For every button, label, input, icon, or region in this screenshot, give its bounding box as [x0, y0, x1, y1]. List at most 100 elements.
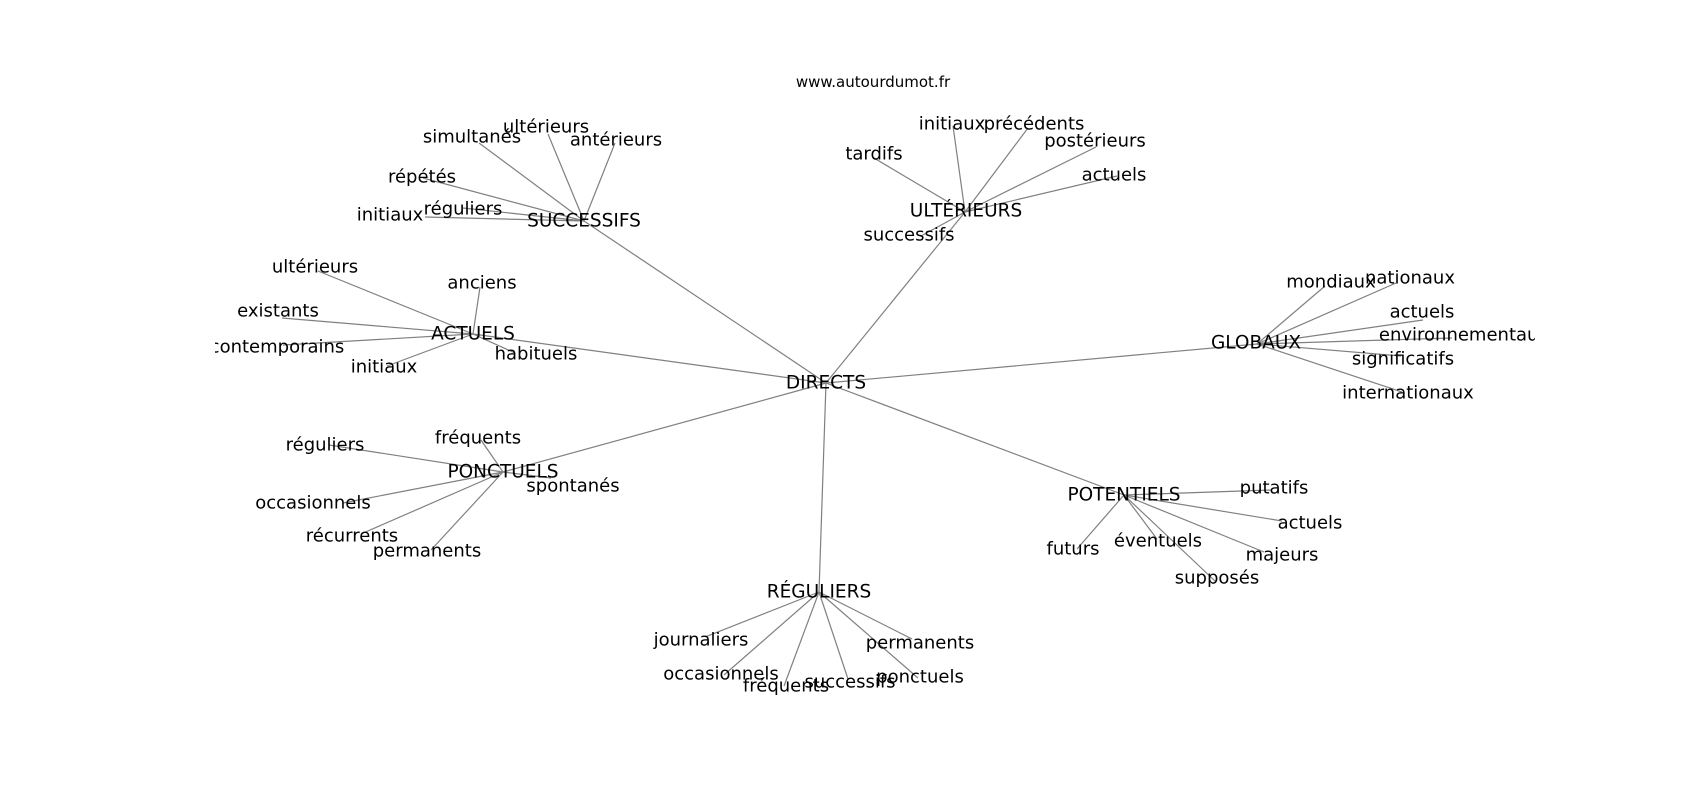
leaf-label-recurrents: récurrents [306, 526, 398, 547]
edge-reguliers-to-frequents [783, 591, 820, 687]
edge-ulterieurs-to-tardifs [873, 157, 966, 213]
edge-successifs-to-ulterieurs [547, 133, 585, 222]
leaf-label-occasionnels: occasionnels [663, 664, 779, 685]
edge-reguliers-to-ponctuels [818, 591, 919, 679]
leaf-label-futurs: futurs [1047, 539, 1100, 560]
leaf-label-environnementaux: environnementaux [1379, 325, 1550, 346]
edge-ponctuels-to-permanents [430, 471, 504, 551]
edge-directs-to-actuels [472, 333, 827, 384]
center-label-directs: DIRECTS [786, 373, 866, 394]
edge-ponctuels-to-frequents [480, 439, 504, 473]
leaf-label-supposes: supposés [1175, 568, 1259, 589]
edge-ulterieurs-to-actuels [964, 175, 1118, 213]
edge-layer [281, 125, 1453, 687]
edge-directs-to-ponctuels [502, 382, 827, 473]
edge-potentiels-to-supposes [1123, 494, 1216, 582]
edge-potentiels-to-putatifs [1123, 489, 1273, 496]
edge-ulterieurs-to-successifs [920, 211, 966, 237]
hub-label-successifs: SUCCESSIFS [527, 211, 641, 232]
leaf-label-ulterieurs: ultérieurs [272, 257, 358, 278]
leaf-label-posterieurs: postérieurs [1044, 131, 1146, 152]
edge-successifs-to-repetes [422, 177, 585, 222]
edge-actuels-to-initiaux [386, 333, 474, 367]
leaf-label-occasionnels: occasionnels [255, 493, 371, 514]
leaf-label-tardifs: tardifs [845, 144, 902, 165]
edge-directs-to-globaux [825, 343, 1258, 384]
leaf-label-permanents: permanents [866, 633, 974, 654]
edge-directs-to-potentiels [825, 382, 1125, 496]
edge-globaux-to-environnementaux [1256, 337, 1453, 345]
edge-ulterieurs-to-initiaux [952, 125, 966, 213]
edge-potentiels-to-majeurs [1123, 494, 1265, 553]
edge-actuels-to-contemporains [282, 333, 474, 346]
hub-label-ulterieurs: ULTÉRIEURS [910, 200, 1022, 222]
edge-globaux-to-internationaux [1256, 343, 1403, 393]
edge-successifs-to-reguliers [462, 207, 585, 222]
leaf-label-frequents: fréquents [743, 676, 829, 697]
leaf-label-initiaux: initiaux [351, 357, 418, 378]
leaf-label-successifs: successifs [863, 225, 954, 246]
hub-label-reguliers: RÉGULIERS [767, 581, 871, 603]
edge-successifs-to-initiaux [424, 216, 585, 222]
hub-label-globaux: GLOBAUX [1211, 333, 1301, 354]
leaf-label-actuels: actuels [1390, 302, 1455, 323]
leaf-label-ponctuels: ponctuels [876, 667, 964, 688]
leaf-label-reguliers: réguliers [286, 435, 365, 456]
leaf-label-habituels: habituels [495, 344, 578, 365]
edge-reguliers-to-occasionnels [723, 591, 820, 676]
edge-actuels-to-anciens [472, 286, 481, 335]
leaf-label-repetes: répétés [388, 167, 456, 188]
edge-globaux-to-nationaux [1256, 282, 1397, 345]
leaf-label-internationaux: internationaux [1342, 383, 1474, 404]
leaf-label-spontanes: spontanés [526, 476, 619, 497]
edge-ulterieurs-to-posterieurs [964, 146, 1097, 213]
leaf-label-anterieurs: antérieurs [570, 130, 662, 151]
edge-ponctuels-to-occasionnels [342, 471, 504, 504]
edge-directs-to-successifs [583, 220, 827, 384]
edge-actuels-to-habituels [472, 333, 516, 354]
edge-directs-to-ulterieurs [825, 211, 966, 384]
leaf-label-putatifs: putatifs [1240, 478, 1309, 499]
edge-ulterieurs-to-precedents [964, 127, 1029, 213]
leaf-label-actuels: actuels [1278, 513, 1343, 534]
edge-potentiels-to-actuels [1123, 494, 1283, 522]
edge-ponctuels-to-spontanes [502, 471, 552, 479]
leaf-label-actuels: actuels [1082, 165, 1147, 186]
hub-label-potentiels: POTENTIELS [1067, 485, 1180, 506]
hub-label-ponctuels: PONCTUELS [447, 462, 558, 483]
edge-reguliers-to-permanents [818, 591, 913, 640]
leaf-label-permanents: permanents [373, 541, 481, 562]
leaf-label-nationaux: nationaux [1365, 268, 1455, 289]
edge-potentiels-to-futurs [1076, 494, 1125, 550]
leaf-label-contemporains: contemporains [210, 337, 345, 358]
edge-actuels-to-ulterieurs [317, 270, 474, 335]
edge-reguliers-to-journaliers [704, 591, 820, 638]
leaf-label-initiaux: initiaux [919, 114, 986, 135]
leaf-label-successifs: successifs [804, 672, 895, 693]
leaf-label-reguliers: réguliers [424, 199, 503, 220]
hub-label-actuels: ACTUELS [431, 324, 515, 345]
edge-successifs-to-simultanes [478, 142, 585, 222]
leaf-label-precedents: précédents [984, 114, 1085, 135]
edge-reguliers-to-successifs [818, 591, 849, 680]
leaf-label-ulterieurs: ultérieurs [503, 117, 589, 138]
leaf-label-anciens: anciens [447, 273, 516, 294]
leaf-label-initiaux: initiaux [357, 205, 424, 226]
leaf-label-journaliers: journaliers [653, 630, 749, 651]
edge-potentiels-to-eventuels [1123, 494, 1158, 540]
edge-successifs-to-anterieurs [583, 142, 616, 222]
edge-actuels-to-existants [281, 317, 474, 335]
edge-globaux-to-significatifs [1256, 343, 1402, 357]
leaf-label-majeurs: majeurs [1246, 545, 1319, 566]
leaf-label-significatifs: significatifs [1352, 349, 1454, 370]
leaf-label-mondiaux: mondiaux [1286, 272, 1376, 293]
edge-ponctuels-to-reguliers [328, 444, 504, 473]
leaf-label-existants: existants [237, 301, 319, 322]
site-watermark: www.autourdumot.fr [795, 73, 951, 91]
leaf-label-simultanes: simultanés [423, 127, 521, 148]
edge-ponctuels-to-recurrents [360, 471, 504, 535]
leaf-label-frequents: fréquents [435, 428, 521, 449]
leaf-label-eventuels: éventuels [1114, 531, 1202, 552]
